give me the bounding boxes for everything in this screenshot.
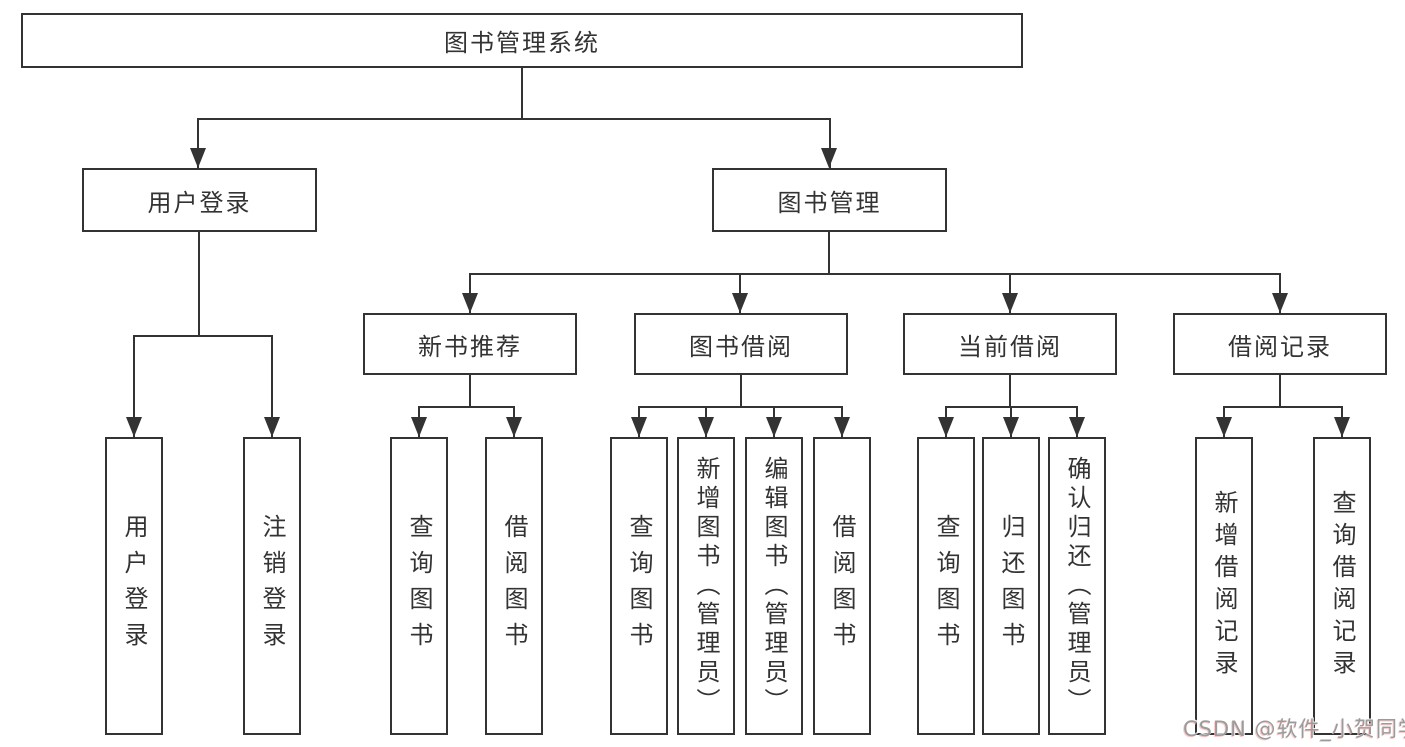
edge-user-login-stem — [198, 232, 200, 335]
edge-to-user-login — [197, 118, 199, 168]
leaf-user-login-label: 用户登录 — [120, 514, 148, 658]
edge-new-book-recommend-stem — [469, 375, 471, 406]
edge-user-login-branch — [133, 335, 273, 337]
edge-to-leaf-logout — [271, 335, 273, 437]
node-book-management: 图书管理 — [712, 168, 947, 232]
arrowhead-leaf-user-login-icon — [126, 417, 142, 437]
arrowhead-book-management-icon — [821, 148, 837, 168]
leaf-add-book-admin-label: 新增图书（管理员） — [692, 455, 720, 717]
edge-book-borrow-branch — [638, 406, 843, 408]
leaf-query-borrow-record: 查询借阅记录 — [1313, 437, 1371, 735]
edge-new-book-recommend-branch — [418, 406, 515, 408]
leaf-return-book: 归还图书 — [982, 437, 1040, 735]
node-borrow-record: 借阅记录 — [1173, 313, 1387, 375]
arrowhead-leaf-cb-return-icon — [1003, 417, 1019, 437]
arrowhead-book-borrow-icon — [732, 293, 748, 313]
node-book-borrow: 图书借阅 — [634, 313, 848, 375]
edge-borrow-record-branch — [1223, 406, 1343, 408]
arrowhead-leaf-rec-borrow-icon — [506, 417, 522, 437]
arrowhead-current-borrow-icon — [1002, 293, 1018, 313]
leaf-borrow-query-book: 查询图书 — [610, 437, 668, 735]
arrowhead-leaf-logout-icon — [264, 417, 280, 437]
edge-root-stem — [521, 68, 523, 118]
leaf-current-query-book: 查询图书 — [917, 437, 975, 735]
edge-root-branch — [197, 118, 831, 120]
leaf-logout-label: 注销登录 — [258, 514, 286, 658]
leaf-add-borrow-record: 新增借阅记录 — [1195, 437, 1253, 735]
arrowhead-borrow-record-icon — [1272, 293, 1288, 313]
leaf-add-book-admin: 新增图书（管理员） — [677, 437, 735, 735]
leaf-add-borrow-record-label: 新增借阅记录 — [1210, 490, 1238, 682]
edge-to-leaf-user-login — [133, 335, 135, 437]
arrowhead-new-book-recommend-icon — [462, 293, 478, 313]
arrowhead-leaf-cb-confirm-icon — [1069, 417, 1085, 437]
leaf-borrow-borrow-book: 借阅图书 — [813, 437, 871, 735]
leaf-return-book-label: 归还图书 — [997, 514, 1025, 658]
arrowhead-leaf-rec-query-icon — [411, 417, 427, 437]
leaf-recommend-borrow-book: 借阅图书 — [485, 437, 543, 735]
edge-book-borrow-stem — [740, 375, 742, 406]
leaf-user-login: 用户登录 — [105, 437, 163, 735]
node-current-borrow: 当前借阅 — [903, 313, 1117, 375]
edge-book-management-branch — [469, 273, 1281, 275]
leaf-recommend-borrow-book-label: 借阅图书 — [500, 514, 528, 658]
leaf-confirm-return-admin-label: 确认归还（管理员） — [1063, 455, 1091, 717]
node-new-book-recommend: 新书推荐 — [363, 313, 577, 375]
leaf-edit-book-admin-label: 编辑图书（管理员） — [760, 455, 788, 717]
arrowhead-user-login-icon — [190, 148, 206, 168]
leaf-borrow-query-book-label: 查询图书 — [625, 514, 653, 658]
arrowhead-leaf-br-query-icon — [1334, 417, 1350, 437]
leaf-recommend-query-book: 查询图书 — [390, 437, 448, 735]
edge-current-borrow-stem — [1009, 375, 1011, 406]
node-root: 图书管理系统 — [21, 13, 1023, 68]
leaf-current-query-book-label: 查询图书 — [932, 514, 960, 658]
leaf-logout: 注销登录 — [243, 437, 301, 735]
edge-book-management-stem — [828, 232, 830, 273]
edge-borrow-record-stem — [1279, 375, 1281, 406]
arrowhead-leaf-cb-query-icon — [938, 417, 954, 437]
leaf-edit-book-admin: 编辑图书（管理员） — [745, 437, 803, 735]
arrowhead-leaf-bb-query-icon — [631, 417, 647, 437]
leaf-confirm-return-admin: 确认归还（管理员） — [1048, 437, 1106, 735]
arrowhead-leaf-br-add-icon — [1216, 417, 1232, 437]
node-user-login: 用户登录 — [82, 168, 317, 232]
arrowhead-leaf-bb-borrow-icon — [834, 417, 850, 437]
leaf-borrow-borrow-book-label: 借阅图书 — [828, 514, 856, 658]
arrowhead-leaf-bb-edit-icon — [766, 417, 782, 437]
csdn-watermark: CSDN @软件_小贺同学 — [1183, 717, 1405, 741]
leaf-recommend-query-book-label: 查询图书 — [405, 514, 433, 658]
leaf-query-borrow-record-label: 查询借阅记录 — [1328, 490, 1356, 682]
edge-to-book-management — [829, 118, 831, 168]
arrowhead-leaf-bb-add-icon — [698, 417, 714, 437]
